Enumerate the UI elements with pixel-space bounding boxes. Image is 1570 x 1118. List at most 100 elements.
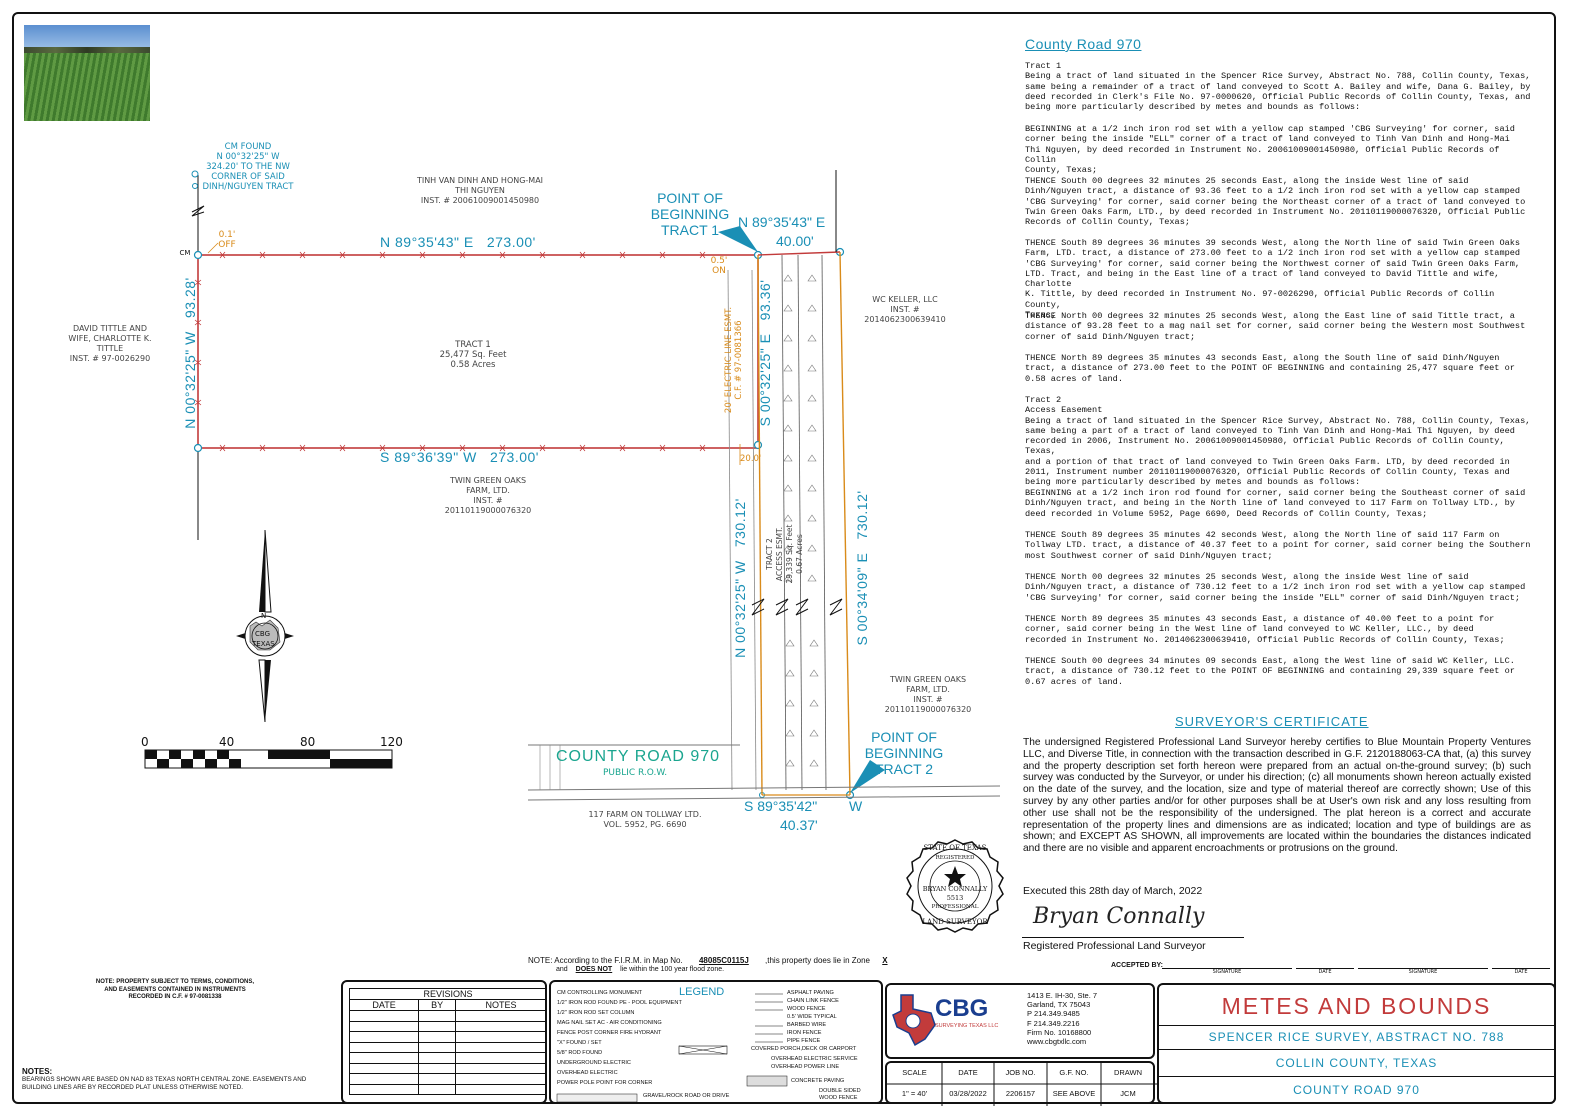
tract1-acres: 0.58 Acres	[450, 360, 496, 370]
off-note-line2: OFF	[218, 240, 236, 250]
flood-note-text-a: NOTE: According to the F.I.R.M. in Map N…	[528, 956, 683, 965]
revisions-box: REVISIONS DATE BY NOTES	[341, 980, 547, 1104]
legend-right-9: OVERHEAD POWER LINE	[771, 1064, 840, 1070]
description-tract2-call2: THENCE North 00 degrees 32 minutes 25 se…	[1025, 572, 1526, 603]
scale-label-0: 0	[141, 735, 149, 749]
company-phone: P 214.349.9485	[1027, 1009, 1080, 1019]
tract1-sqft: 25,477 Sq. Feet	[439, 350, 507, 360]
owner-west-line2: WIFE, CHARLOTTE K.	[68, 334, 152, 343]
tract2-esmt: ACCESS ESMT.	[775, 526, 784, 582]
certificate-title: SURVEYOR'S CERTIFICATE	[1175, 714, 1369, 729]
job-gf-value: SEE ABOVE	[1052, 1089, 1096, 1098]
revisions-col-notes: NOTES	[455, 999, 547, 1011]
bearing-ne-line: N 89°35'43" E	[738, 214, 826, 230]
description-tract1: Tract 1 Being a tract of land situated i…	[1025, 61, 1531, 113]
electric-esmt-line1: 20' ELECTRIC LINE ESMT.	[724, 306, 734, 414]
pob1-line2: BEGINNING	[650, 206, 730, 222]
flood-note-line1: NOTE: According to the F.I.R.M. in Map N…	[528, 956, 898, 965]
flood-does-not: DOES NOT	[575, 966, 613, 973]
legend-right-4: BARBED WIRE	[787, 1022, 827, 1028]
job-info-box: SCALE DATE JOB NO. G.F. NO. DRAWN 1" = 4…	[885, 1061, 1157, 1106]
bearing-inner-west: N 00°32'25" W 730.12'	[732, 498, 748, 658]
title-block-county: COLLIN COUNTY, TEXAS	[1275, 1056, 1438, 1070]
pob1-line3: TRACT 1	[660, 222, 720, 238]
description-tract1-beginning: BEGINNING at a 1/2 inch iron rod set wit…	[1025, 124, 1515, 176]
certificate-executed: Executed this 28th day of March, 2022	[1023, 885, 1203, 897]
on-note-line2: ON	[712, 266, 726, 276]
flood-zone: X	[882, 956, 888, 965]
description-tract1-call1: THENCE South 00 degrees 32 minutes 25 se…	[1025, 176, 1526, 228]
owner-south-line1: TWIN GREEN OAKS	[449, 476, 527, 485]
job-date-value: 03/28/2022	[949, 1089, 987, 1098]
job-drawn-value: JCM	[1120, 1089, 1136, 1098]
job-header-gf-no: G.F. NO.	[1059, 1068, 1089, 1077]
legend-right-5: IRON FENCE	[787, 1030, 822, 1036]
flood-note-line2: and DOES NOT lie within the 100 year flo…	[556, 966, 724, 973]
owner-east-line1: WC KELLER, LLC	[872, 295, 938, 304]
title-block-title: METES AND BOUNDS	[1221, 993, 1492, 1019]
legend-gravel: GRAVEL/ROCK ROAD OR DRIVE	[643, 1093, 730, 1099]
legend-right-1: CHAIN LINK FENCE	[787, 998, 839, 1004]
legend-left-7: UNDERGROUND ELECTRIC	[557, 1060, 631, 1066]
job-number-value: 2206157	[1005, 1089, 1036, 1098]
road-row: PUBLIC R.O.W.	[603, 768, 668, 778]
surveyor-signature: Bryan Connally	[1033, 904, 1205, 929]
description-tract1-call3: THENCE North 00 degrees 32 minutes 25 se…	[1025, 311, 1526, 342]
tract2-sqft: 29,339 Sq. Feet	[785, 524, 794, 584]
off-note-line1: 0.1'	[218, 230, 236, 240]
certificate-body: The undersigned Registered Professional …	[1023, 737, 1531, 855]
legend-right-0: ASPHALT PAVING	[787, 990, 834, 996]
flood-and: and	[556, 966, 568, 973]
company-logo-sub: SURVEYING TEXAS LLC	[935, 1023, 999, 1029]
pob2-line1: POINT OF	[871, 729, 937, 745]
texas-logo-icon	[892, 994, 936, 1047]
job-header-job-no: JOB NO.	[1005, 1068, 1036, 1077]
owner-se-line3: INST. #	[913, 695, 943, 704]
seal-number: 5513	[946, 894, 964, 902]
legend-left-0: CM CONTROLLING MONUMENT	[557, 990, 643, 996]
bearing-south-line: S 89°36'39" W 273.00'	[380, 449, 539, 465]
seal-bottom: LAND SURVEYOR	[922, 918, 988, 926]
legend-left-6: 5/8" ROD FOUND	[557, 1050, 603, 1056]
owner-bottom-line2: VOL. 5952, PG. 6690	[603, 820, 687, 829]
owner-south-line3: INST. #	[473, 496, 503, 505]
bearing-west-line: N 00°32'25" W 93.28'	[182, 277, 198, 429]
company-address-2: Garland, TX 75043	[1027, 1000, 1091, 1010]
company-firm-no: Firm No. 10168800	[1027, 1027, 1092, 1037]
cm-found-line4: CORNER OF SAID	[211, 172, 285, 182]
company-fax: F 214.349.2216	[1027, 1018, 1080, 1028]
description-tract2-call3: THENCE North 89 degrees 35 minutes 43 se…	[1025, 614, 1505, 645]
bearing-bottom-line: S 89°35'42"	[744, 798, 818, 814]
revisions-col-by: BY	[418, 999, 457, 1011]
owner-west-line3: TITTLE	[96, 344, 124, 353]
subject-note: NOTE: PROPERTY SUBJECT TO TERMS, CONDITI…	[95, 979, 255, 1000]
title-block-survey: SPENCER RICE SURVEY, ABSTRACT NO. 788	[1208, 1030, 1505, 1044]
flood-note-text-b: ,this property does lie in Zone	[765, 956, 870, 965]
legend-left-4: FENCE POST CORNER FIRE HYDRANT	[557, 1030, 662, 1036]
pob1-line1: POINT OF	[657, 190, 723, 206]
pob2-line2: BEGINNING	[864, 745, 944, 761]
legend-left-3: MAG NAIL SET AC - AIR CONDITIONING	[557, 1020, 662, 1026]
legend-box: LEGEND CM CONTROLLING MONUMENT 1/2" IRON…	[549, 980, 883, 1104]
title-block-road: COUNTY ROAD 970	[1293, 1083, 1420, 1097]
company-logo-text: CBG	[935, 995, 989, 1022]
legend-left-8: OVERHEAD ELECTRIC	[557, 1070, 618, 1076]
bearing-east-tract1: S 00°32'25" E 93.36'	[757, 279, 773, 427]
legend-left-5: "X" FOUND / SET	[557, 1040, 602, 1046]
legend-right-12: WOOD FENCE	[819, 1095, 858, 1101]
pob2-line3: TRACT 2	[874, 761, 934, 777]
surveyor-role: Registered Professional Land Surveyor	[1023, 940, 1206, 952]
compass-texas-label: TEXAS	[252, 640, 275, 648]
job-scale-value: 1" = 40'	[901, 1089, 928, 1098]
on-note-line1: 0.5'	[710, 256, 728, 266]
scale-label-40: 40	[219, 735, 235, 749]
description-tract2-call1: THENCE South 89 degrees 35 minutes 42 se…	[1025, 530, 1531, 561]
legend-left-9: POWER POLE POINT FOR CORNER	[557, 1080, 653, 1086]
owner-north-line3: INST. # 20061009001450980	[420, 196, 540, 205]
road-name: COUNTY ROAD 970	[556, 748, 721, 765]
tract1-label: TRACT 1	[455, 340, 491, 350]
electric-esmt-line2: C.F. # 97-0081366	[734, 320, 744, 400]
notes-title: NOTES:	[22, 1067, 53, 1076]
legend-right-10: CONCRETE PAVING	[791, 1078, 845, 1084]
description-tract2: Tract 2 Access Easement Being a tract of…	[1025, 395, 1531, 488]
